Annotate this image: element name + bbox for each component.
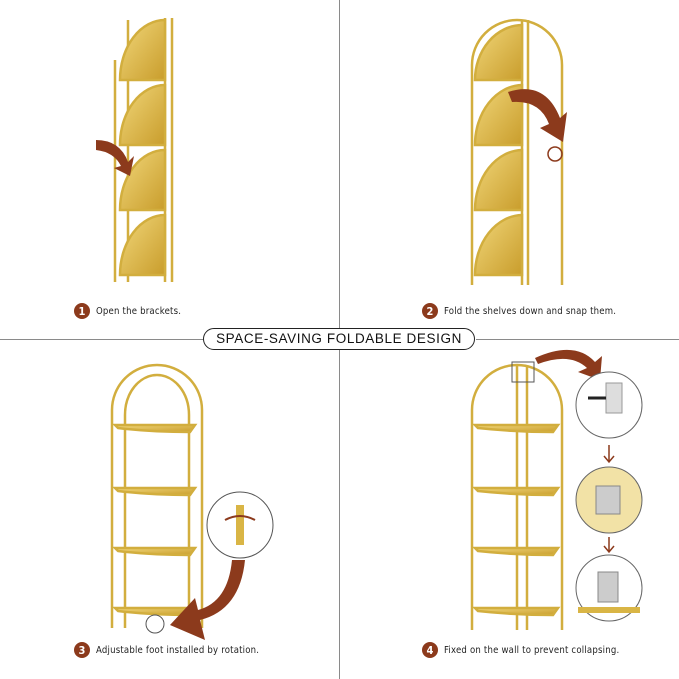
step-1-caption: 1 Open the brackets. — [74, 303, 181, 319]
step-text: Open the brackets. — [96, 305, 182, 317]
step-badge: 1 — [74, 303, 90, 319]
detail-box — [511, 361, 535, 383]
vertical-divider-top — [339, 0, 340, 328]
step-3-caption: 3 Adjustable foot installed by rotation. — [74, 642, 259, 658]
step-text: Fold the shelves down and snap them. — [444, 305, 617, 317]
arrow-icon — [170, 560, 245, 640]
detail-circle — [547, 146, 563, 162]
step-text: Fixed on the wall to prevent collapsing. — [444, 644, 620, 656]
shelf-wall-fixed — [470, 363, 564, 630]
step-text: Adjustable foot installed by rotation. — [96, 644, 260, 656]
step-2-caption: 2 Fold the shelves down and snap them. — [422, 303, 616, 319]
shelf-fold-shelves — [470, 18, 564, 285]
horizontal-divider-right — [476, 339, 679, 340]
vertical-divider-bottom — [339, 350, 340, 679]
shelf-open-brackets — [113, 18, 174, 282]
detail-circle — [145, 614, 165, 634]
step-badge: 4 — [422, 642, 438, 658]
step-badge: 3 — [74, 642, 90, 658]
arrow-icon — [508, 89, 567, 142]
banner-title: SPACE-SAVING FOLDABLE DESIGN — [203, 328, 475, 350]
arrow-icon — [96, 140, 134, 176]
horizontal-divider-left — [0, 339, 203, 340]
step-4-caption: 4 Fixed on the wall to prevent collapsin… — [422, 642, 619, 658]
shelf-adjustable-foot — [110, 363, 204, 628]
step-badge: 2 — [422, 303, 438, 319]
arrow-icon — [535, 349, 602, 380]
